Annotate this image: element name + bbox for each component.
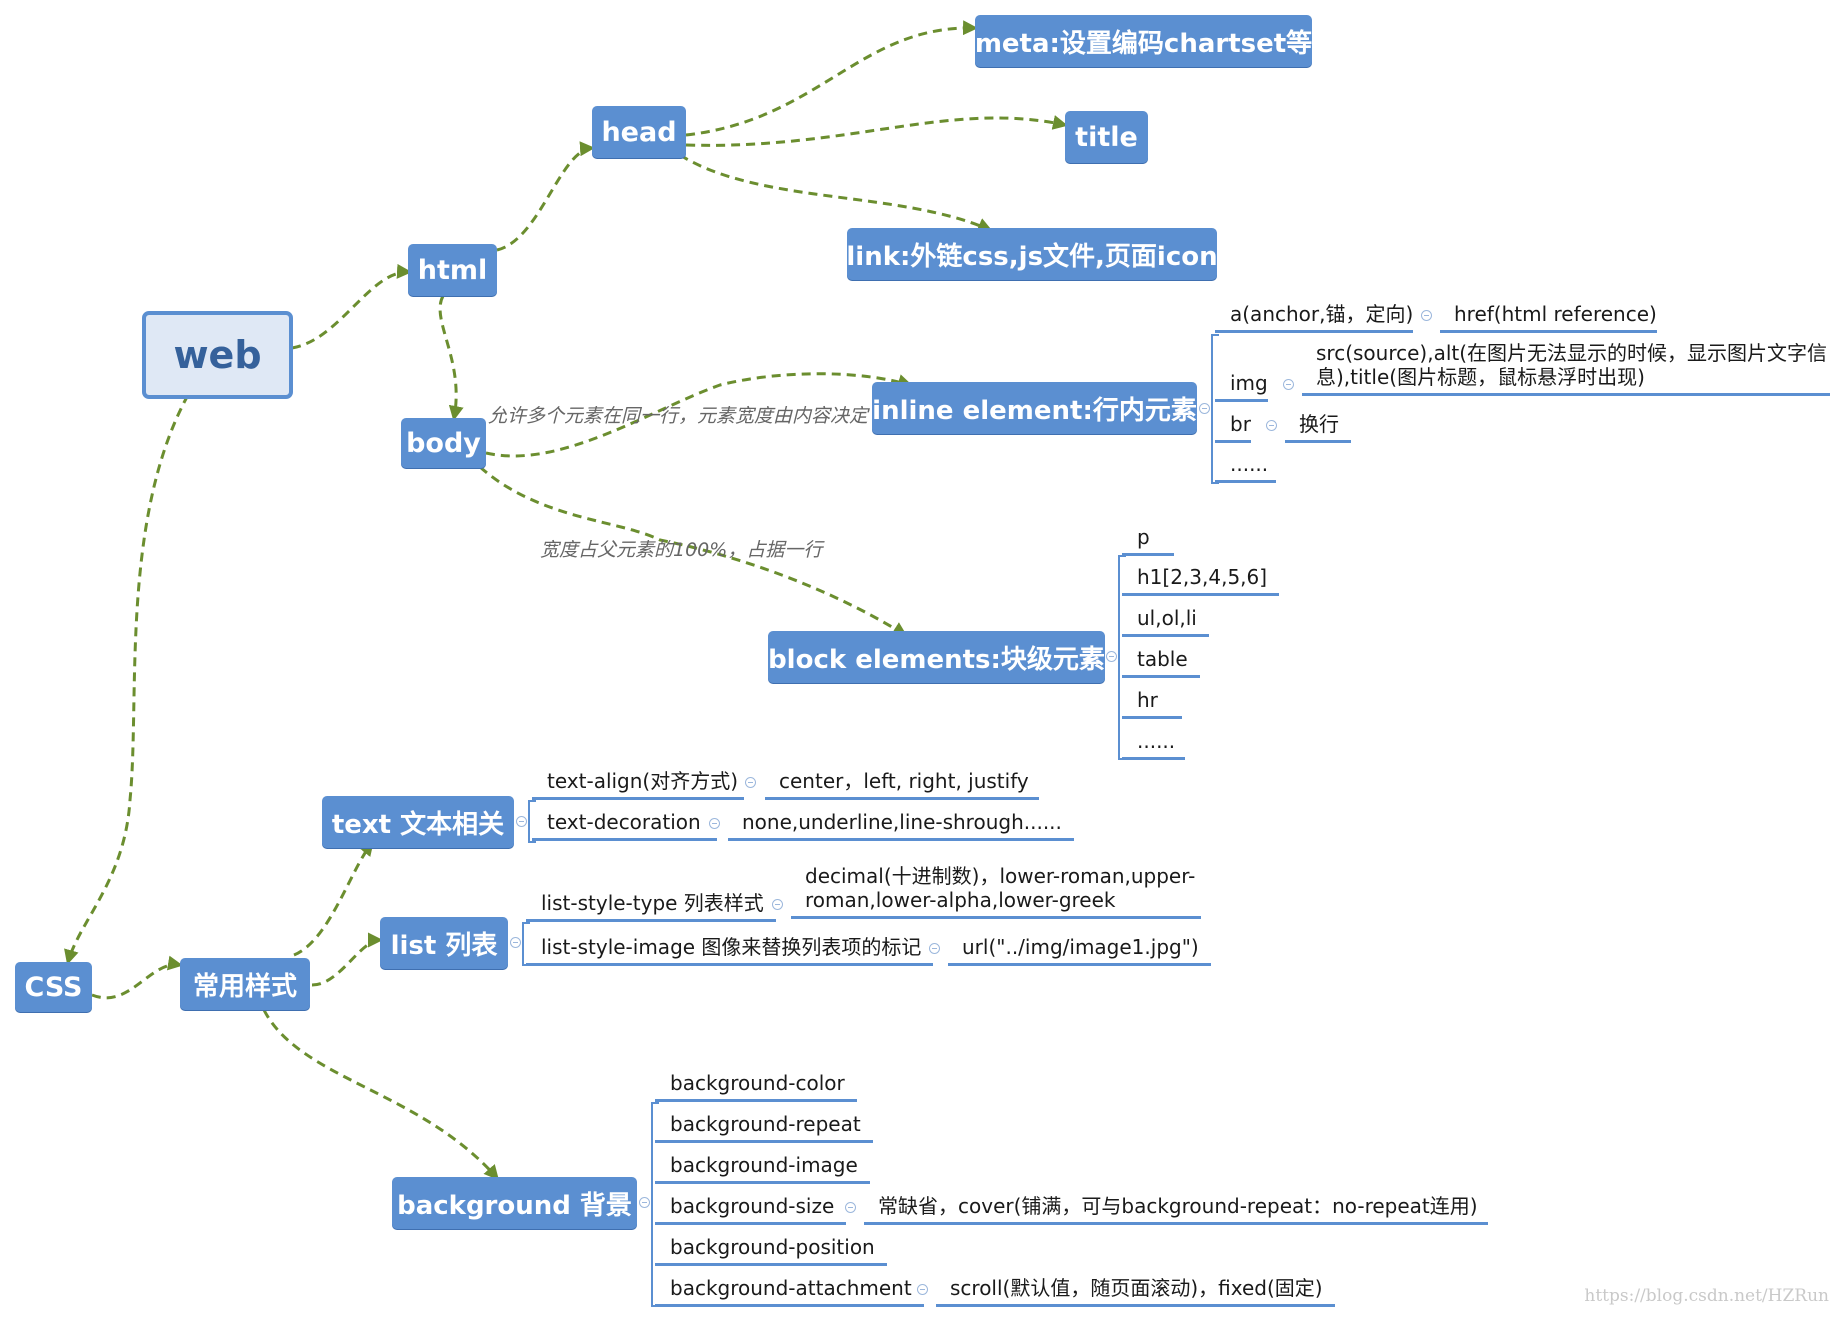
- collapse-inline-icon[interactable]: [1199, 403, 1210, 414]
- node-body[interactable]: body: [401, 418, 486, 468]
- note-inline: 允许多个元素在同一行，元素宽度由内容决定: [488, 405, 869, 427]
- leaf-block-hr: hr: [1122, 688, 1182, 719]
- collapse-background-attachment-icon[interactable]: [917, 1284, 928, 1295]
- leaf-img-label: img: [1215, 371, 1268, 402]
- leaf-a-value: href(html reference): [1440, 302, 1657, 333]
- leaf-background-color: background-color: [655, 1071, 857, 1102]
- link-common-text: [293, 840, 374, 957]
- collapse-background-icon[interactable]: [639, 1197, 650, 1208]
- leaf-background-size-value: 常缺省，cover(铺满，可与background-repeat：no-repe…: [864, 1194, 1488, 1225]
- link-body-block: [479, 465, 908, 637]
- link-head-title: [685, 115, 1068, 147]
- leaf-block-p: p: [1122, 525, 1174, 556]
- collapse-background-size-icon[interactable]: [845, 1202, 856, 1213]
- leaf-block-ul: ul,ol,li: [1122, 606, 1209, 637]
- node-head[interactable]: head: [592, 106, 686, 158]
- collapse-list-type-icon[interactable]: [772, 899, 783, 910]
- link-css-common: [91, 955, 183, 1000]
- node-text[interactable]: text 文本相关: [322, 796, 514, 848]
- leaf-background-repeat: background-repeat: [655, 1112, 873, 1143]
- leaf-block-h1: h1[2,3,4,5,6]: [1122, 565, 1280, 596]
- collapse-text-align-icon[interactable]: [745, 777, 756, 788]
- link-html-body: [438, 295, 464, 421]
- node-link[interactable]: link:外链css,js文件,页面icon: [846, 228, 1218, 280]
- collapse-img-icon[interactable]: [1283, 379, 1294, 390]
- link-common-list: [311, 932, 383, 987]
- link-head-meta: [685, 20, 978, 137]
- node-css[interactable]: CSS: [15, 962, 92, 1012]
- leaf-background-position: background-position: [655, 1235, 887, 1266]
- node-title[interactable]: title: [1065, 111, 1148, 163]
- leaf-list-image-value: url("../img/image1.jpg"): [948, 935, 1211, 966]
- link-web-html: [291, 263, 412, 350]
- collapse-text-decoration-icon[interactable]: [709, 818, 720, 829]
- leaf-text-align-value: center，left, right, justify: [765, 769, 1039, 800]
- node-html[interactable]: html: [408, 244, 497, 296]
- collapse-block-icon[interactable]: [1106, 651, 1117, 662]
- leaf-block-table: table: [1122, 647, 1200, 678]
- link-head-link: [679, 153, 993, 232]
- inline-bracket: [1211, 334, 1219, 484]
- collapse-list-image-icon[interactable]: [929, 943, 940, 954]
- leaf-a-label: a(anchor,锚，定向): [1215, 302, 1414, 333]
- node-common-styles[interactable]: 常用样式: [180, 958, 310, 1010]
- leaf-text-decoration-value: none,underline,line-shrough......: [728, 810, 1074, 841]
- collapse-text-icon[interactable]: [516, 816, 527, 827]
- node-inline[interactable]: inline element:行内元素: [872, 382, 1197, 434]
- note-block: 宽度占父元素的100%，占据一行: [540, 539, 823, 561]
- leaf-background-attachment: background-attachment: [655, 1276, 924, 1307]
- collapse-list-icon[interactable]: [510, 937, 521, 948]
- leaf-block-more: ......: [1122, 729, 1186, 760]
- leaf-br-label: br: [1215, 412, 1251, 443]
- node-background[interactable]: background 背景: [392, 1177, 637, 1229]
- node-list[interactable]: list 列表: [380, 917, 508, 969]
- leaf-img-value: src(source),alt(在图片无法显示的时候，显示图片文字信息),tit…: [1302, 341, 1830, 396]
- node-web[interactable]: web: [142, 311, 293, 399]
- leaf-background-attachment-value: scroll(默认值，随页面滚动)，fixed(固定): [936, 1276, 1335, 1307]
- leaf-list-type-label: list-style-type 列表样式: [526, 891, 776, 922]
- node-block[interactable]: block elements:块级元素: [768, 631, 1105, 683]
- leaf-background-size: background-size: [655, 1194, 847, 1225]
- collapse-a-icon[interactable]: [1421, 310, 1432, 321]
- link-html-head: [496, 141, 595, 252]
- leaf-inline-more: ......: [1215, 452, 1277, 483]
- leaf-text-decoration-label: text-decoration: [532, 810, 717, 841]
- leaf-background-image: background-image: [655, 1153, 870, 1184]
- collapse-br-icon[interactable]: [1266, 420, 1277, 431]
- leaf-list-type-value: decimal(十进制数)，lower-roman,upper-roman,lo…: [791, 864, 1201, 919]
- link-common-background: [262, 1009, 499, 1181]
- leaf-list-image-label: list-style-image 图像来替换列表项的标记: [526, 935, 934, 966]
- link-web-css: [64, 394, 190, 965]
- leaf-br-value: 换行: [1285, 412, 1351, 443]
- text-bracket: [528, 800, 536, 843]
- leaf-text-align-label: text-align(对齐方式): [532, 769, 745, 800]
- link-body-inline: [485, 372, 913, 458]
- node-meta[interactable]: meta:设置编码chartset等: [975, 15, 1312, 67]
- watermark: https://blog.csdn.net/HZRun: [1584, 1286, 1829, 1306]
